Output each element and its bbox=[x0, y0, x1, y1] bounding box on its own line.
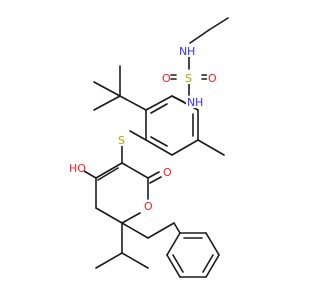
bond-lines bbox=[83, 17, 229, 278]
atom-label-background bbox=[68, 162, 84, 174]
bond bbox=[171, 139, 199, 156]
bond bbox=[150, 136, 168, 147]
bond bbox=[83, 170, 97, 179]
atom-label-sulfamide-N1: N bbox=[179, 45, 187, 58]
atom-label-background bbox=[161, 72, 170, 84]
atom-label-hydroxyl-O: HO bbox=[69, 162, 86, 175]
bond bbox=[93, 95, 121, 111]
bond bbox=[95, 162, 123, 179]
bond bbox=[93, 81, 121, 97]
bond bbox=[145, 95, 173, 111]
bond bbox=[197, 139, 225, 156]
bond bbox=[121, 252, 149, 269]
atom-label-background bbox=[184, 72, 193, 84]
atom-label-background bbox=[143, 200, 152, 212]
atom-label-sulfamide-N2: N bbox=[187, 96, 195, 109]
bond bbox=[189, 29, 210, 44]
bond bbox=[208, 17, 229, 31]
bond bbox=[166, 232, 181, 256]
bond bbox=[149, 176, 162, 184]
atom-label-thioether-S: S bbox=[118, 134, 125, 147]
bond bbox=[129, 130, 147, 141]
atom-label-background bbox=[207, 72, 216, 84]
bond bbox=[119, 95, 147, 111]
atom-label-background bbox=[186, 96, 202, 108]
bond bbox=[145, 139, 173, 156]
atom-label-sulfamide-O2: O bbox=[208, 72, 217, 85]
atom-label-carbonyl-O: O bbox=[163, 166, 172, 179]
bond bbox=[121, 222, 149, 239]
atom-label-background bbox=[162, 166, 171, 178]
bond bbox=[150, 103, 168, 114]
bond bbox=[205, 232, 220, 256]
atom-label-ring-O: O bbox=[144, 200, 153, 213]
bond bbox=[166, 254, 181, 278]
bond bbox=[121, 162, 149, 179]
bond bbox=[147, 171, 160, 179]
bond bbox=[173, 222, 181, 234]
bond bbox=[147, 222, 175, 239]
bond bbox=[172, 254, 184, 273]
bond bbox=[95, 207, 123, 224]
bond bbox=[95, 252, 123, 269]
bond bbox=[97, 167, 119, 181]
bond bbox=[121, 212, 141, 224]
atom-hydrogen-sulfamide-N2: H bbox=[195, 96, 203, 109]
bond bbox=[202, 254, 214, 273]
atom-label-sulfamide-O1: O bbox=[162, 72, 171, 85]
atom-label-background bbox=[117, 134, 126, 146]
bond bbox=[205, 254, 220, 278]
atom-label-background bbox=[178, 45, 194, 57]
atom-label-sulfamide-S: S bbox=[185, 72, 192, 85]
atom-hydrogen-sulfamide-N1: H bbox=[187, 45, 195, 58]
